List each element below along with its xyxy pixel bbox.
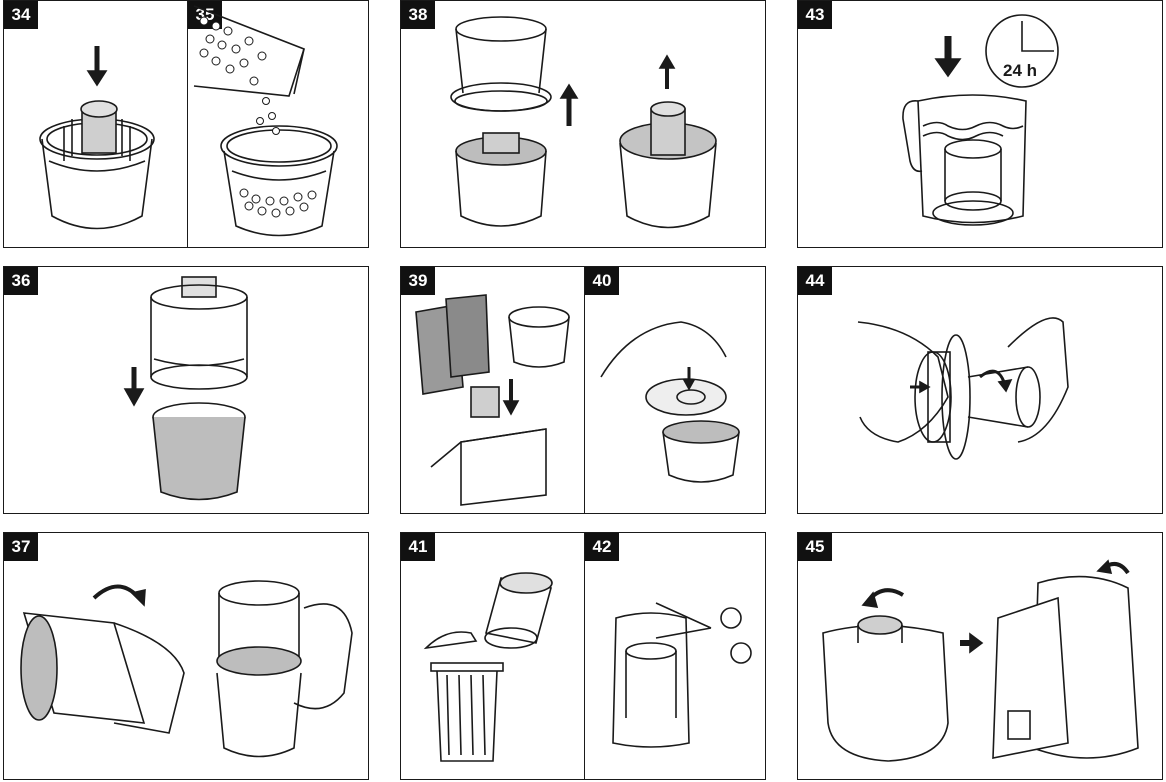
illustration-34-35 — [39, 5, 338, 237]
panel-43: 43 24 h — [797, 0, 1163, 248]
illustration-45 — [822, 559, 1139, 762]
panel-44: 44 — [797, 266, 1163, 514]
illustration-43: 24 h — [902, 14, 1059, 226]
panel-divider — [584, 267, 585, 513]
panel-34-35: 34 35 — [3, 0, 369, 248]
panel-36: 36 — [3, 266, 369, 514]
panel-41-42: 41 42 — [400, 532, 766, 780]
step-badge-40: 40 — [585, 267, 619, 295]
step-badge-44: 44 — [798, 267, 832, 295]
step-badge-45: 45 — [798, 533, 832, 561]
illustration-39-40 — [415, 294, 740, 506]
panel-45: 45 — [797, 532, 1163, 780]
panel-divider — [584, 533, 585, 779]
illustration-38 — [450, 16, 717, 229]
panel-divider — [187, 1, 188, 247]
clock-icon — [985, 14, 1059, 88]
illustration-36 — [123, 276, 248, 501]
step-badge-38: 38 — [401, 1, 435, 29]
illustration-37 — [20, 580, 353, 758]
step-badge-37: 37 — [4, 533, 38, 561]
step-badge-42: 42 — [585, 533, 619, 561]
step-badge-39: 39 — [401, 267, 435, 295]
panel-37: 37 — [3, 532, 369, 780]
clock-label: 24 h — [1003, 61, 1037, 80]
panel-39-40: 39 40 — [400, 266, 766, 514]
step-badge-36: 36 — [4, 267, 38, 295]
illustration-41-42 — [423, 572, 752, 762]
step-badge-43: 43 — [798, 1, 832, 29]
step-badge-41: 41 — [401, 533, 435, 561]
panel-38: 38 — [400, 0, 766, 248]
step-badge-34: 34 — [4, 1, 38, 29]
illustration-44 — [857, 317, 1069, 460]
